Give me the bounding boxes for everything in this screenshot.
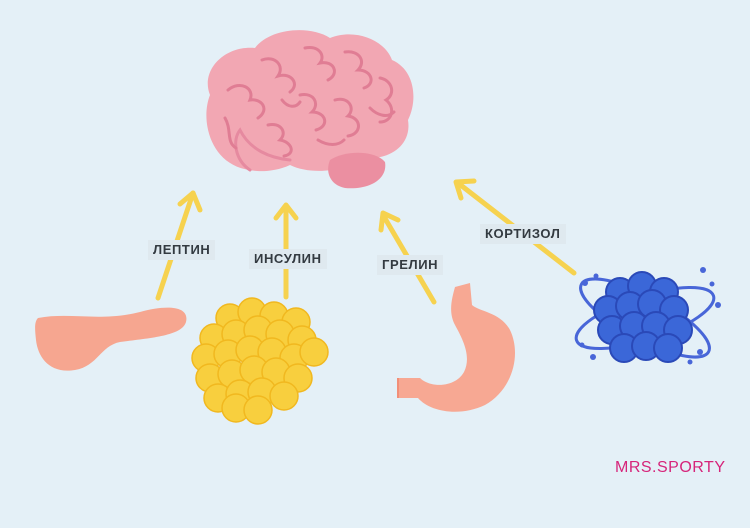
stomach-icon [397,283,516,412]
label-ghrelin: ГРЕЛИН [377,255,444,275]
pancreas-icon [35,307,187,371]
cortisol-cell-icon [574,267,721,365]
label-insulin: ИНСУЛИН [249,249,327,269]
label-leptin: ЛЕПТИН [148,240,216,260]
brand-logo: MRS.SPORTY [615,459,726,476]
label-cortisol: КОРТИЗОЛ [480,224,566,244]
fat-cells-icon [191,297,329,425]
brain-icon [206,30,414,189]
